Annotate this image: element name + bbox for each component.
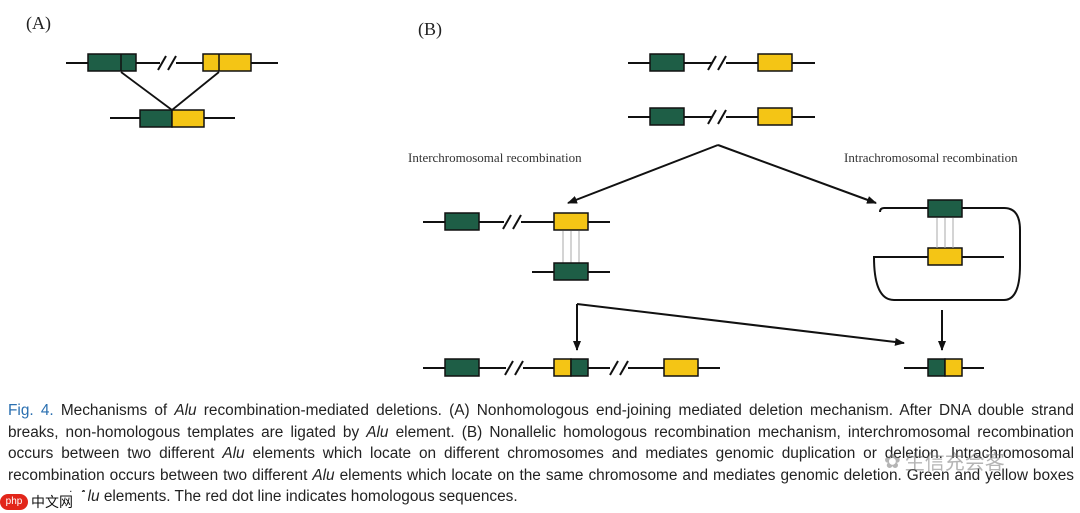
alu-green-box	[927, 358, 946, 377]
panel-b-label: (B)	[418, 19, 442, 40]
arrow-to-intrachromosomal	[717, 144, 877, 204]
interchromosomal-label: Interchromosomal recombination	[408, 150, 582, 165]
caption-text: recombination-mediated deletions. (A) No…	[8, 402, 1074, 441]
php-watermark: php 中文网	[0, 492, 88, 512]
wechat-watermark: ✿ 生信充会客	[884, 446, 1005, 475]
alu-green-box	[87, 53, 137, 72]
wechat-watermark-text: 生信充会客	[904, 450, 1005, 474]
alu-yellow-box	[663, 358, 699, 377]
panel-a-label: (A)	[26, 13, 51, 34]
alu-green-box	[139, 109, 173, 128]
alu-green-box	[927, 199, 963, 218]
break-mark	[157, 55, 167, 71]
intra-chromosome-loop	[872, 199, 1021, 301]
alu-yellow-box	[553, 358, 572, 377]
alu-recombination-diagram: (A) (B) Interchromosomal recombinatio	[26, 13, 1021, 377]
alu-yellow-box	[944, 358, 963, 377]
ligation-line-right	[171, 71, 220, 111]
inter-chromosome-top	[423, 212, 610, 231]
caption-alu: Alu	[222, 445, 245, 462]
result-deletion-chromosome	[904, 358, 984, 377]
php-watermark-text: 中文网	[31, 495, 73, 511]
ligation-line-left	[120, 71, 173, 111]
caption-alu: Alu	[174, 402, 197, 419]
result-duplication-chromosome	[423, 358, 720, 377]
alu-yellow-box	[757, 107, 793, 126]
alu-green-box	[444, 358, 480, 377]
caption-text: elements which locate on different chrom…	[8, 445, 1074, 484]
wechat-icon: ✿	[884, 448, 901, 473]
panel-a-chromosome-top	[66, 53, 278, 72]
panel-a-chromosome-result	[110, 109, 235, 128]
alu-yellow-box	[927, 247, 963, 266]
alu-green-box	[649, 107, 685, 126]
figure-label: Fig. 4.	[8, 402, 54, 419]
alu-green-box	[649, 53, 685, 72]
alu-green-box	[553, 262, 589, 281]
caption-alu: Alu	[312, 466, 335, 484]
alu-yellow-box	[171, 109, 205, 128]
caption-alu: Alu	[366, 423, 389, 441]
homology-lines-inter	[562, 231, 580, 263]
alu-yellow-box	[757, 53, 793, 72]
panel-b-chromosome-2	[628, 107, 815, 126]
caption-text: element. (B) Nonallelic homologous recom…	[8, 423, 1074, 463]
panel-b-chromosome-1	[628, 53, 815, 72]
arrow-to-interchromosomal	[567, 144, 719, 204]
arrow-inter-deletion	[576, 303, 905, 346]
inter-chromosome-bottom	[532, 262, 610, 281]
caption-text: Mechanisms of	[53, 402, 175, 419]
alu-green-box	[570, 358, 589, 377]
caption-text: elements. The red dot line indicates hom…	[99, 488, 518, 505]
php-logo-icon: php	[0, 494, 28, 510]
intrachromosomal-label: Intrachromosomal recombination	[844, 150, 1018, 165]
alu-yellow-box	[202, 53, 252, 72]
alu-green-box	[444, 212, 480, 231]
alu-yellow-box	[553, 212, 589, 231]
